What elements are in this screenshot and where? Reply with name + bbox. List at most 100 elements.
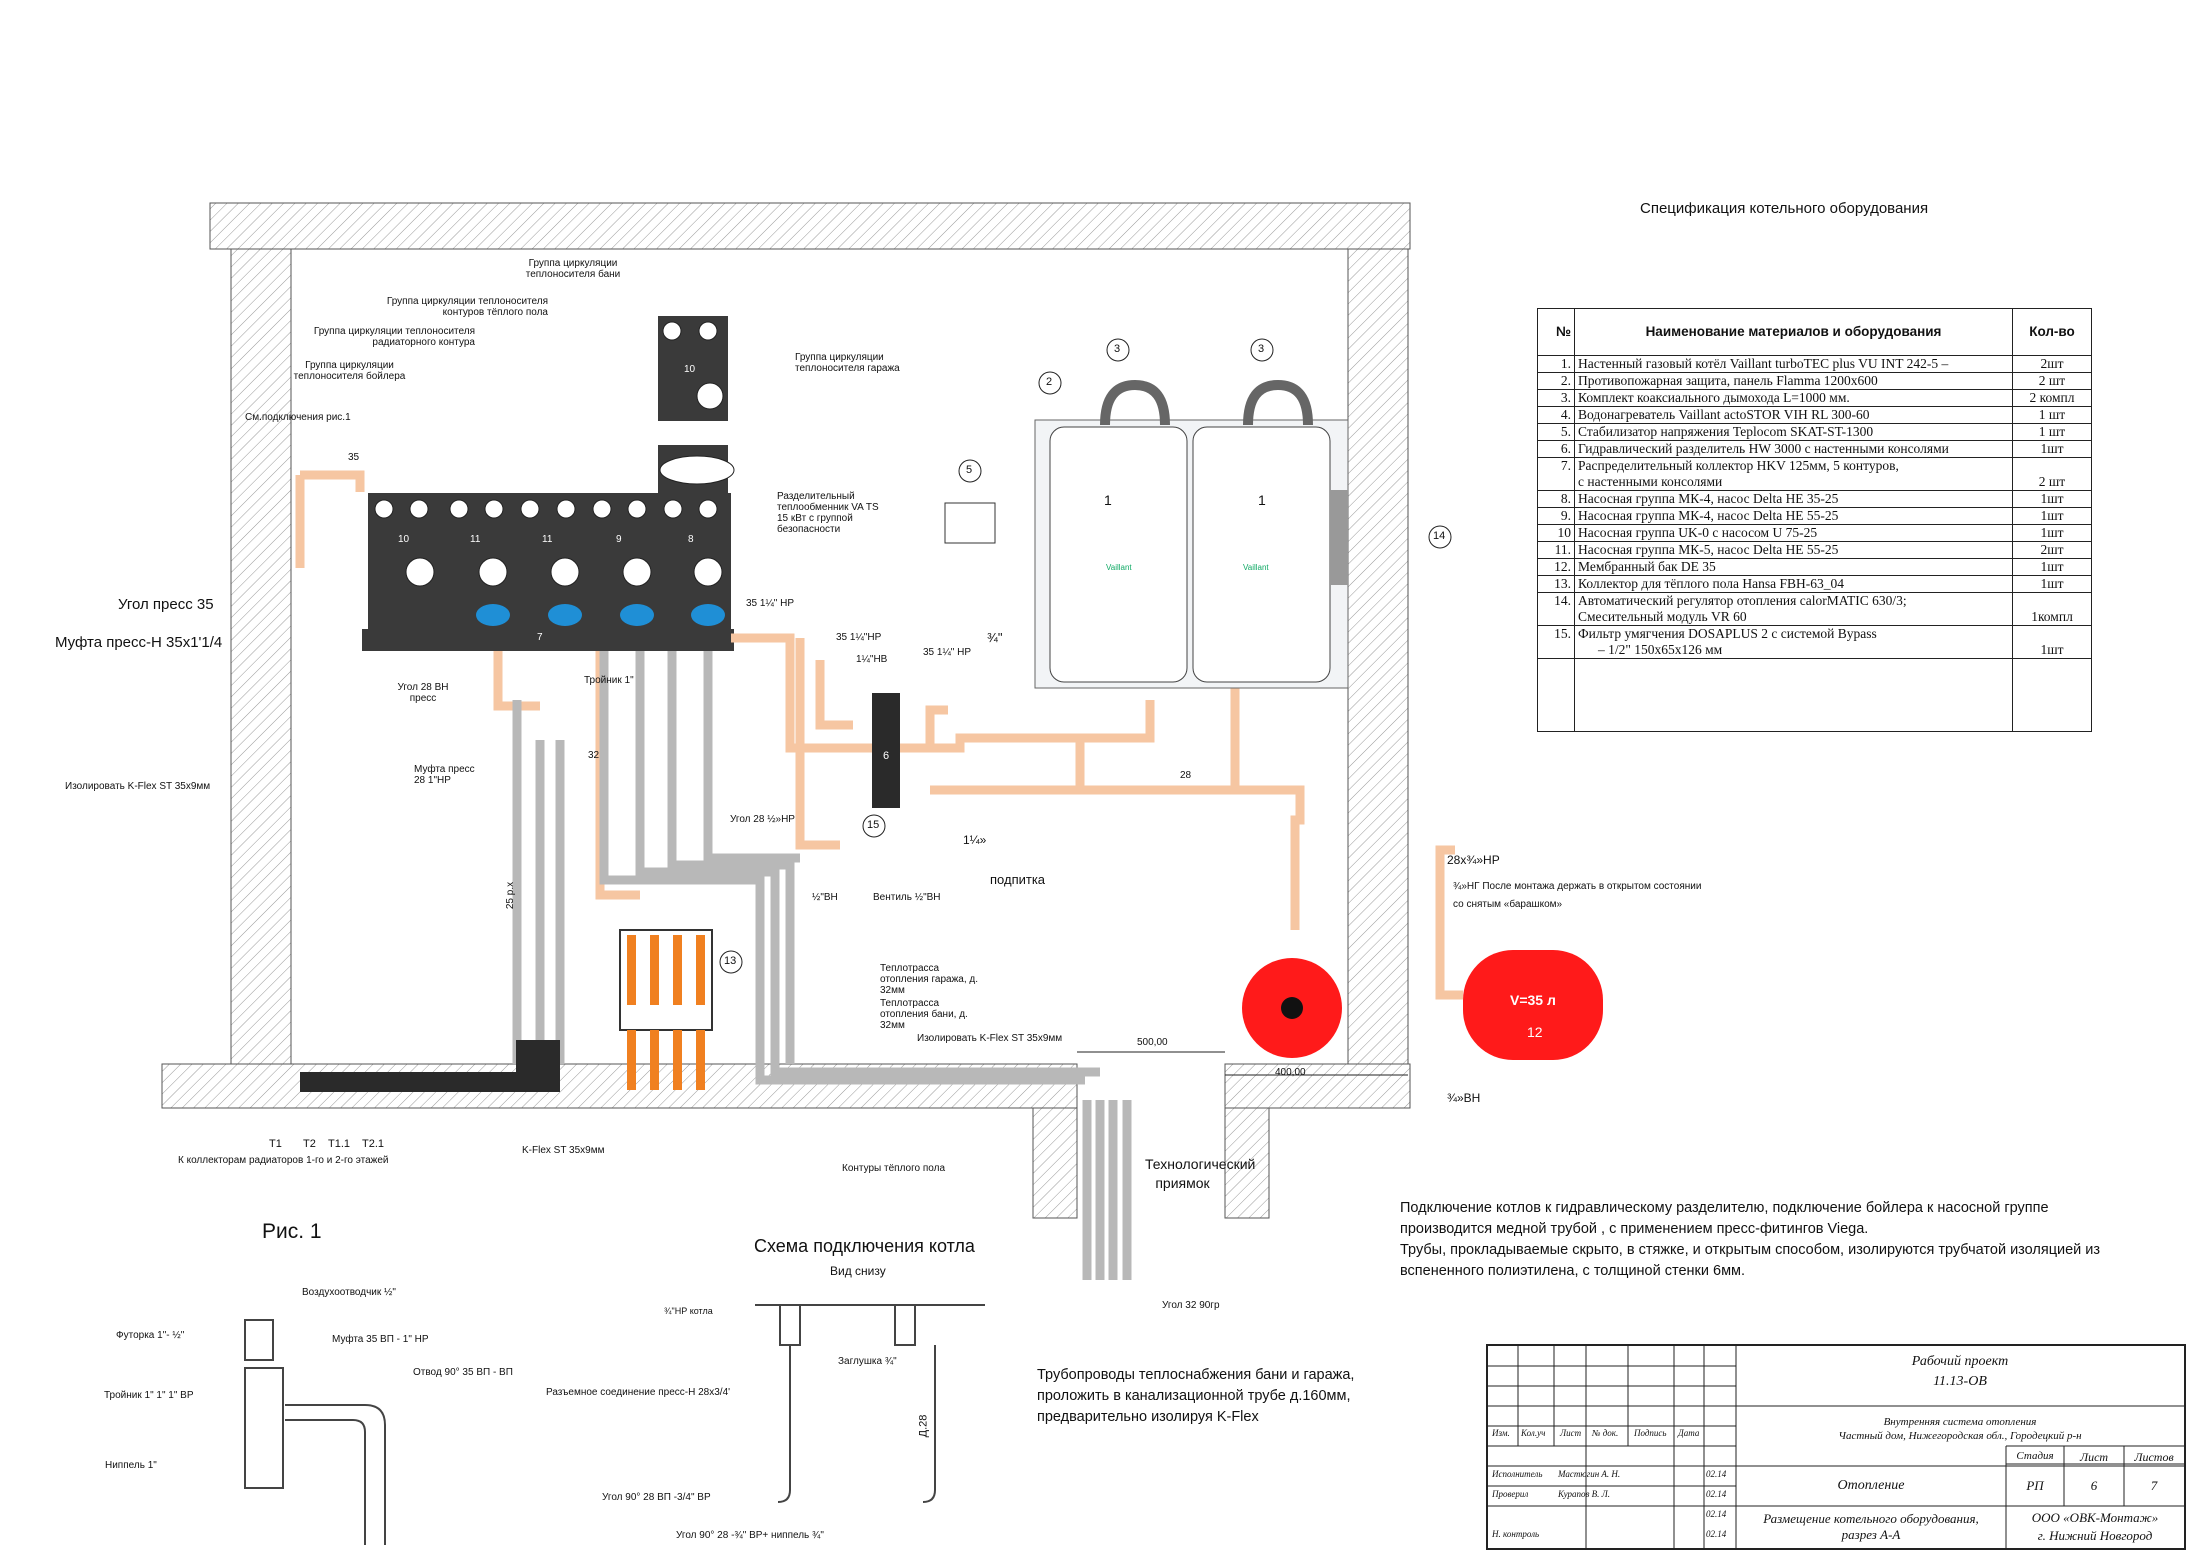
spec-qty: 2 компл <box>2012 389 2092 407</box>
tb-h-sign: Подпись <box>1634 1428 1667 1438</box>
label-angle32: Угол 32 90гр <box>1162 1300 1220 1311</box>
label-pipe-35-14-c: 35 1¼" НР <box>923 647 972 658</box>
pump-no-5: 8 <box>688 534 694 545</box>
callout-15: 15 <box>867 819 880 831</box>
tb-h-sheet: Лист <box>1560 1428 1582 1438</box>
label-to-collectors: К коллекторам радиаторов 1-го и 2-го эта… <box>178 1155 389 1166</box>
scheme-union: Разъемное соединение пресс-Н 28х3/4' <box>546 1387 731 1398</box>
spec-header-qty: Кол-во <box>2012 308 2092 356</box>
fig1-coupling: Муфта 35 ВП - 1" НР <box>332 1334 429 1345</box>
scheme-plug: Заглушка ¾" <box>838 1356 897 1367</box>
tb-city: г. Нижний Новгород <box>2037 1528 2153 1543</box>
label-group-garage: Группа циркуляции теплоносителя гаража <box>795 352 900 374</box>
tb-stage: РП <box>2026 1478 2044 1493</box>
spec-qty: 1шт <box>2012 575 2092 593</box>
spec-name: Фильтр умягчения DOSAPLUS 2 с системой B… <box>1574 625 2013 659</box>
spec-no: 11. <box>1537 541 1575 559</box>
spec-qty: 1 шт <box>2012 406 2092 424</box>
spec-no: 15. <box>1537 625 1575 659</box>
spec-name: Водонагреватель Vaillant actoSTOR VIH RL… <box>1574 406 2013 424</box>
label-angle28: Угол 28 ВН пресс <box>397 682 449 704</box>
dimension-lines <box>1077 1051 1408 1076</box>
pump-no-3: 11 <box>542 534 553 545</box>
riser-block <box>516 1040 560 1092</box>
fig1-tee: Тройник 1" 1" 1" ВР <box>104 1390 194 1401</box>
scheme-angle2: Угол 90° 28 -¾" ВР+ ниппель ¾" <box>676 1530 824 1541</box>
spec-no: 5. <box>1537 423 1575 441</box>
spec-name-line1: Фильтр умягчения DOSAPLUS 2 с системой B… <box>1578 626 1877 641</box>
spec-name: Насосная группа МК-4, насос Delta HE 55-… <box>1574 507 2013 525</box>
label-tank-34ng: ¾»НГ После монтажа держать в открытом со… <box>1453 881 1702 910</box>
label-heat-bath: Теплотрасса отопления бани, д. 32мм <box>880 998 968 1031</box>
label-vaillant-2: Vaillant <box>1243 563 1269 572</box>
spec-row: 15.Фильтр умягчения DOSAPLUS 2 с системо… <box>1537 625 2092 659</box>
label-t21: Т2.1 <box>362 1138 385 1150</box>
label-n7: 7 <box>537 632 543 643</box>
tank-connection-pipe <box>1435 845 1463 1000</box>
tb-r1-date: 02.14 <box>1706 1469 1727 1479</box>
spec-no: 6. <box>1537 440 1575 458</box>
label-t1: Т1 <box>269 1138 282 1150</box>
fig1-elbow: Отвод 90° 35 ВП - ВП <box>413 1367 513 1378</box>
spec-title: Спецификация котельного оборудования <box>1640 200 1929 217</box>
label-pipe-35-14-b: 35 1¼"НР <box>836 632 882 643</box>
spec-qty: 1шт <box>2012 507 2092 525</box>
radiator-pipes-black <box>300 1072 560 1092</box>
spec-no: 10 <box>1537 524 1575 542</box>
title-block-grid <box>1488 1346 2184 1548</box>
scheme-d28: Д.28 <box>917 1414 930 1438</box>
spec-qty: 1шт <box>2012 625 2092 659</box>
label-t2: Т2 <box>303 1138 316 1150</box>
tb-h-count: Кол.уч <box>1521 1428 1546 1438</box>
spec-row: 5.Стабилизатор напряжения Teplocom SKAT-… <box>1537 423 2092 441</box>
tb-system: Внутренняя система отопления <box>1883 1416 2037 1428</box>
spec-row: 6.Гидравлический разделитель HW 3000 с н… <box>1537 440 2092 458</box>
spec-no: 9. <box>1537 507 1575 525</box>
floor-collector <box>619 929 713 1090</box>
label-group-radiator: Группа циркуляции теплоносителя радиатор… <box>313 326 475 348</box>
label-n32: 32 <box>588 750 600 761</box>
callout-6: 6 <box>883 750 890 762</box>
spec-row: 4.Водонагреватель Vaillant actoSTOR VIH … <box>1537 406 2092 424</box>
tb-h-change: Изм. <box>1492 1428 1510 1438</box>
spec-name: Насосная группа UK-0 с насосом U 75-25 <box>1574 524 2013 542</box>
spec-name: Комплект коаксиального дымохода L=1000 м… <box>1574 389 2013 407</box>
spec-row: 2.Противопожарная защита, панель Flamma … <box>1537 372 2092 390</box>
callout-2: 2 <box>1046 376 1053 388</box>
tb-h-doc: № док. <box>1592 1428 1619 1438</box>
label-dim400: 400,00 <box>1275 1067 1306 1078</box>
spec-qty: 1шт <box>2012 558 2092 576</box>
spec-name: Настенный газовый котёл Vaillant turboTE… <box>1574 355 2013 373</box>
label-tee: Тройник 1" <box>584 675 634 686</box>
label-rp25: 25 р.х <box>505 881 517 910</box>
label-half-vn: ½"ВН <box>812 892 838 903</box>
tb-object: Частный дом, Нижегородская обл., Городец… <box>1838 1430 2082 1442</box>
spec-row: 9.Насосная группа МК-4, насос Delta HE 5… <box>1537 507 2092 525</box>
tb-r2-date: 02.14 <box>1706 1489 1727 1499</box>
spec-row: 14.Автоматический регулятор отопления ca… <box>1537 592 2092 626</box>
label-corner-press: Угол пресс 35 <box>118 596 214 613</box>
label-coupling-press: Муфта пресс-Н 35х1'1/4 <box>55 634 223 651</box>
spec-no: 3. <box>1537 389 1575 407</box>
tb-r4-date: 02.14 <box>1706 1529 1727 1539</box>
fig1-title: Рис. 1 <box>262 1220 322 1243</box>
fig1-nipple: Ниппель 1" <box>105 1460 157 1471</box>
spec-name: Распределительный коллектор HKV 125мм, 5… <box>1574 457 2013 491</box>
spec-name-line1: Автоматический регулятор отопления calor… <box>1578 593 1907 608</box>
fig1-air-vent: Воздухоотводчик ½" <box>302 1287 396 1298</box>
boilers <box>1034 379 1349 689</box>
tb-h-stage: Стадия <box>2016 1450 2054 1462</box>
label-coupling28: Муфта пресс 28 1"НР <box>414 764 475 786</box>
spec-qty: 1шт <box>2012 490 2092 508</box>
spec-name: Мембранный бак DE 35 <box>1574 558 2013 576</box>
scheme-title: Схема подключения котла <box>754 1236 975 1256</box>
spec-qty: 2шт <box>2012 541 2092 559</box>
label-tank-no: 12 <box>1527 1024 1543 1040</box>
spec-row: 13.Коллектор для тёплого пола Hansa FBH-… <box>1537 575 2092 593</box>
tb-project: Рабочий проект <box>1911 1354 2009 1369</box>
spec-name: Насосная группа МК-4, насос Delta HE 35-… <box>1574 490 2013 508</box>
spec-qty: 2шт <box>2012 355 2092 373</box>
hydraulic-separator <box>872 693 900 808</box>
